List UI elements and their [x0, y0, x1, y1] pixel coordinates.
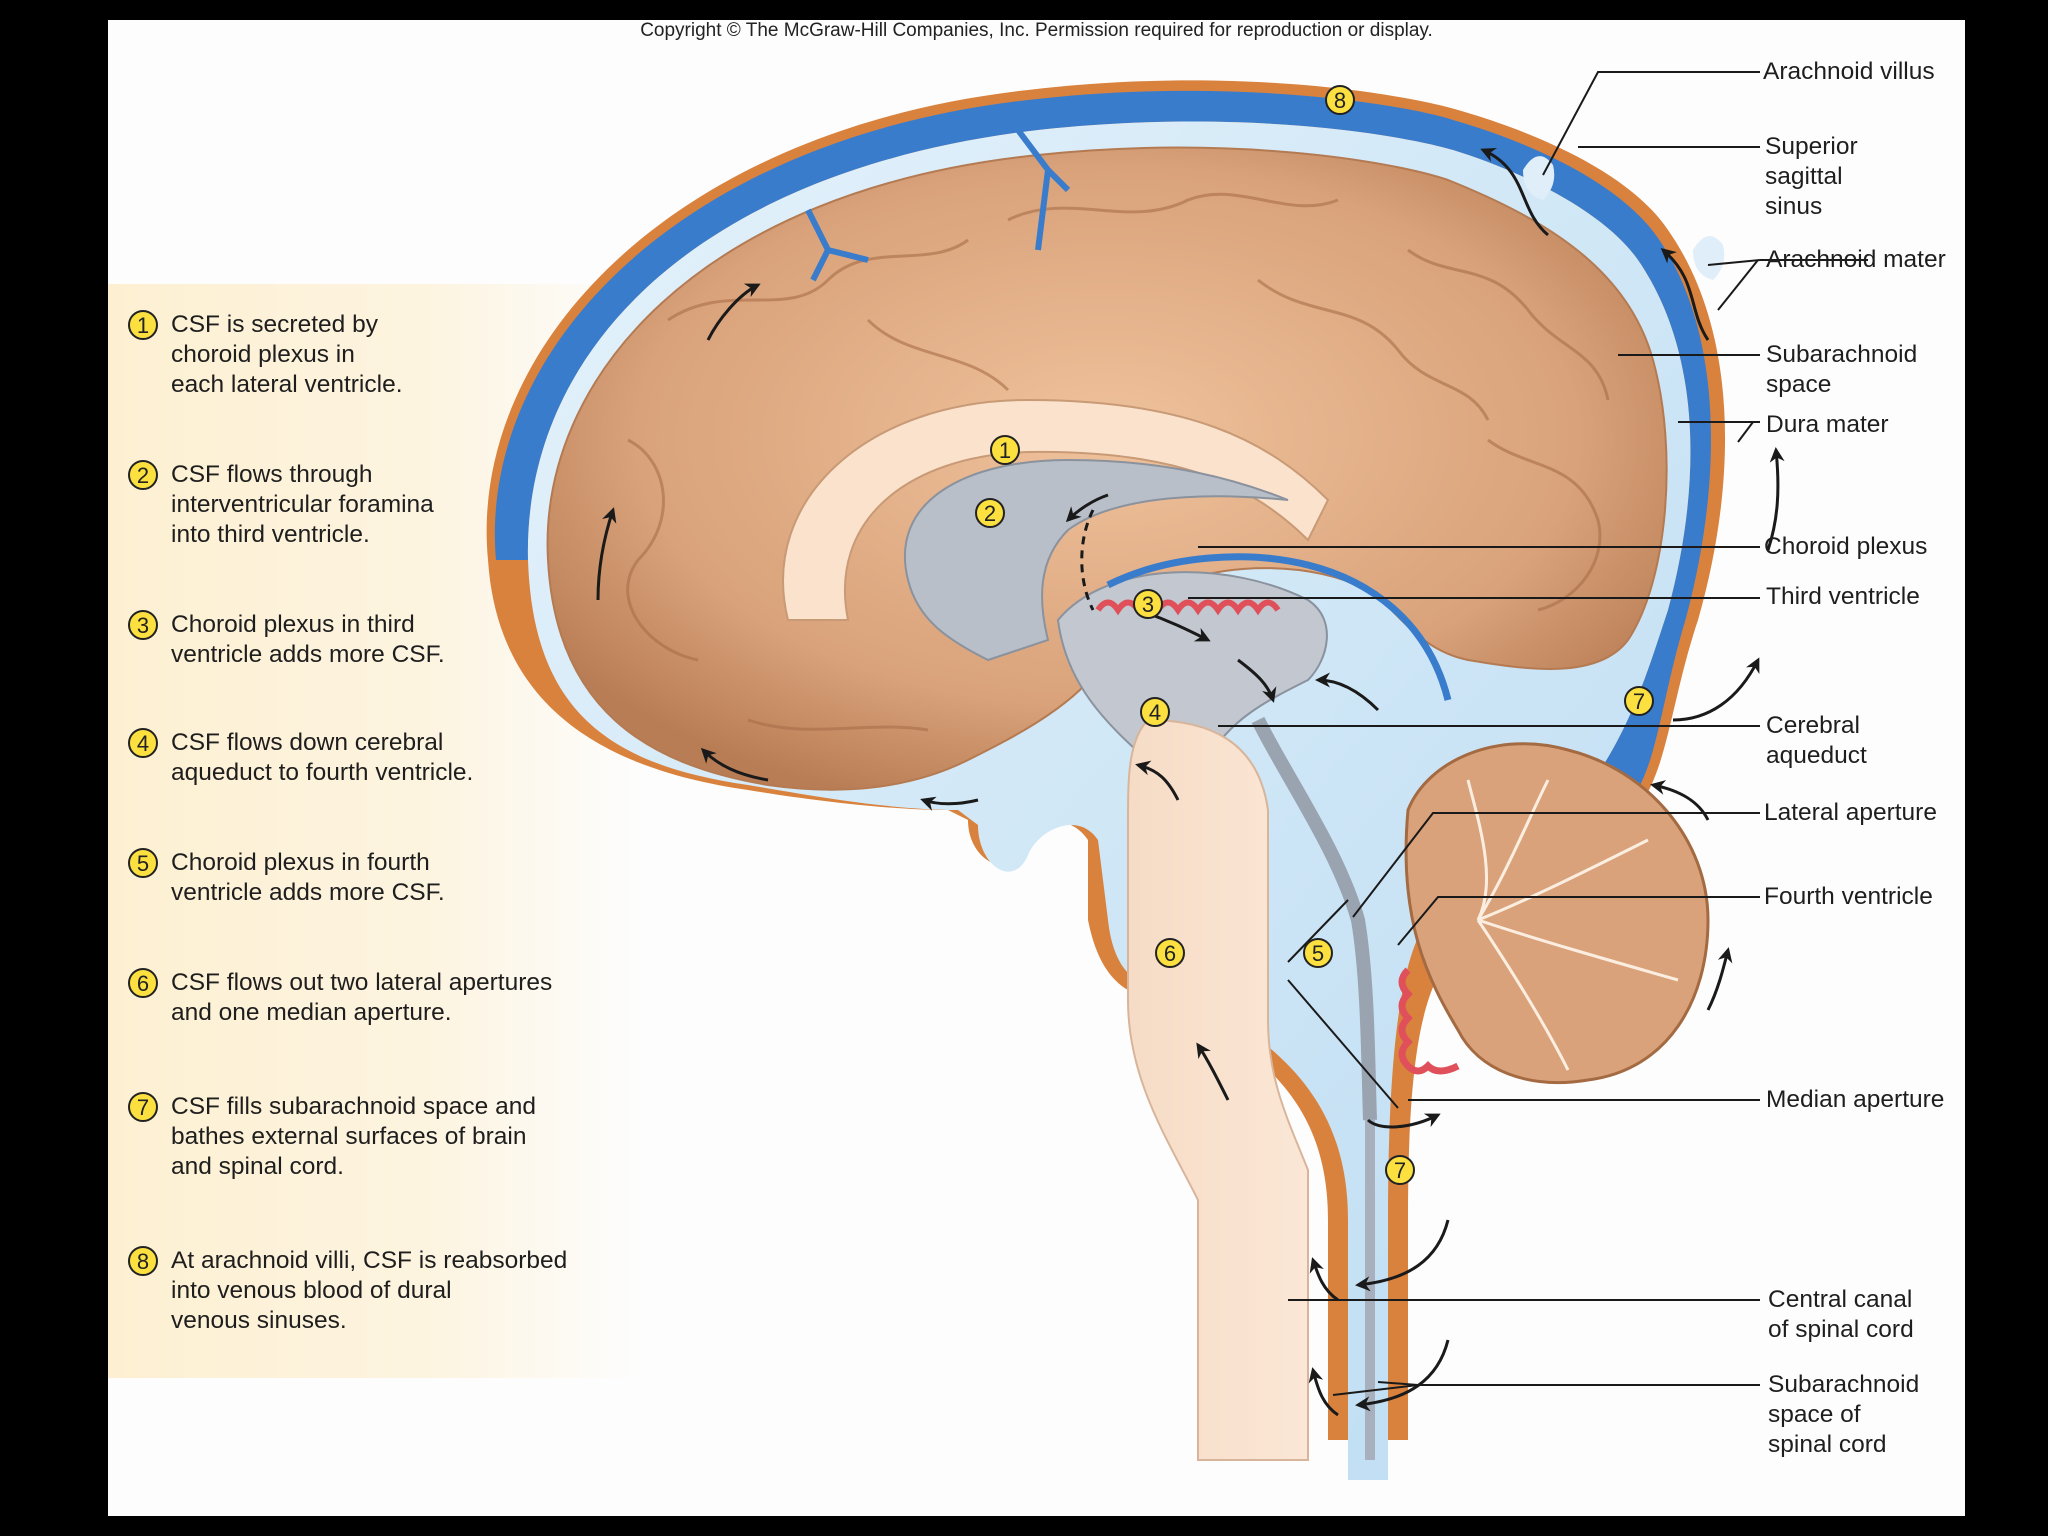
- choroid-plexus-third: [1095, 599, 1281, 616]
- label-choroid-plexus: Choroid plexus: [1764, 533, 1928, 560]
- cortical-veins: [805, 128, 1071, 282]
- step-5: 5 Choroid plexus in fourth ventricle add…: [128, 848, 628, 908]
- label-central-canal: Central canal of spinal cord: [1768, 1286, 1914, 1343]
- figure-canvas: Copyright © The McGraw-Hill Companies, I…: [108, 20, 1965, 1516]
- step-badge: 1: [128, 310, 158, 340]
- flow-arrows: [596, 148, 1785, 1417]
- label-arachnoid-mater: Arachnoid mater: [1766, 246, 1946, 273]
- copyright-notice: Copyright © The McGraw-Hill Companies, I…: [640, 20, 1433, 41]
- step-text: CSF flows through interventricular foram…: [171, 461, 434, 548]
- label-subarachnoid-space: Subarachnoid space: [1766, 341, 1918, 398]
- leader-lines: [1188, 71, 1868, 1396]
- step-text: CSF flows down cerebral aqueduct to four…: [171, 729, 474, 786]
- label-cerebral-aqueduct: Cerebral aqueduct: [1766, 712, 1867, 769]
- label-subarachnoid-space-spinal: Subarachnoid space of spinal cord: [1768, 1371, 1920, 1458]
- step-2: 2 CSF flows through interventricular for…: [128, 460, 628, 550]
- marker-1: 1: [990, 435, 1020, 465]
- marker-4: 4: [1140, 697, 1170, 727]
- label-superior-sagittal-sinus: Superior sagittal sinus: [1765, 133, 1858, 220]
- step-badge: 8: [128, 1246, 158, 1276]
- great-cerebral-vein: [1106, 553, 1452, 701]
- step-1: 1 CSF is secreted by choroid plexus in e…: [128, 310, 628, 400]
- step-badge: 4: [128, 728, 158, 758]
- arbor-vitae: [1466, 779, 1679, 1071]
- marker-2: 2: [975, 498, 1005, 528]
- third-ventricle: [1056, 571, 1328, 782]
- step-8: 8 At arachnoid villi, CSF is reabsorbed …: [128, 1246, 628, 1336]
- step-7: 7 CSF fills subarachnoid space and bathe…: [128, 1092, 628, 1182]
- marker-8: 8: [1325, 85, 1355, 115]
- step-badge: 2: [128, 460, 158, 490]
- step-badge: 7: [128, 1092, 158, 1122]
- step-text: CSF is secreted by choroid plexus in eac…: [171, 311, 403, 398]
- cerebellum: [1404, 742, 1710, 1085]
- label-lateral-aperture: Lateral aperture: [1764, 799, 1937, 826]
- arachnoid-villus-2: [1693, 236, 1725, 280]
- step-badge: 5: [128, 848, 158, 878]
- step-4: 4 CSF flows down cerebral aqueduct to fo…: [128, 728, 628, 788]
- step-text: CSF flows out two lateral apertures and …: [171, 969, 553, 1026]
- gyri-lines: [626, 192, 1610, 732]
- marker-6: 6: [1155, 938, 1185, 968]
- cerebral-aqueduct: [1251, 716, 1377, 1121]
- step-text: Choroid plexus in third ventricle adds m…: [171, 611, 445, 668]
- marker-7-spinal: 7: [1385, 1155, 1415, 1185]
- label-median-aperture: Median aperture: [1766, 1086, 1945, 1113]
- step-3: 3 Choroid plexus in third ventricle adds…: [128, 610, 628, 670]
- step-6: 6 CSF flows out two lateral apertures an…: [128, 968, 628, 1028]
- corpus-callosum: [782, 398, 1330, 621]
- step-badge: 6: [128, 968, 158, 998]
- brainstem: [1127, 718, 1309, 1461]
- marker-3: 3: [1133, 589, 1163, 619]
- csf-circulation-illustration: [486, 71, 1868, 1480]
- label-arachnoid-villus: Arachnoid villus: [1763, 58, 1935, 85]
- choroid-plexus-fourth: [1398, 967, 1460, 1075]
- step-badge: 3: [128, 610, 158, 640]
- step-text: CSF fills subarachnoid space and bathes …: [171, 1093, 536, 1180]
- label-dura-mater: Dura mater: [1766, 411, 1889, 438]
- label-third-ventricle: Third ventricle: [1766, 583, 1920, 610]
- step-text: At arachnoid villi, CSF is reabsorbed in…: [171, 1247, 568, 1334]
- marker-7-brain: 7: [1624, 686, 1654, 716]
- label-fourth-ventricle: Fourth ventricle: [1764, 883, 1933, 910]
- marker-5: 5: [1303, 938, 1333, 968]
- step-text: Choroid plexus in fourth ventricle adds …: [171, 849, 445, 906]
